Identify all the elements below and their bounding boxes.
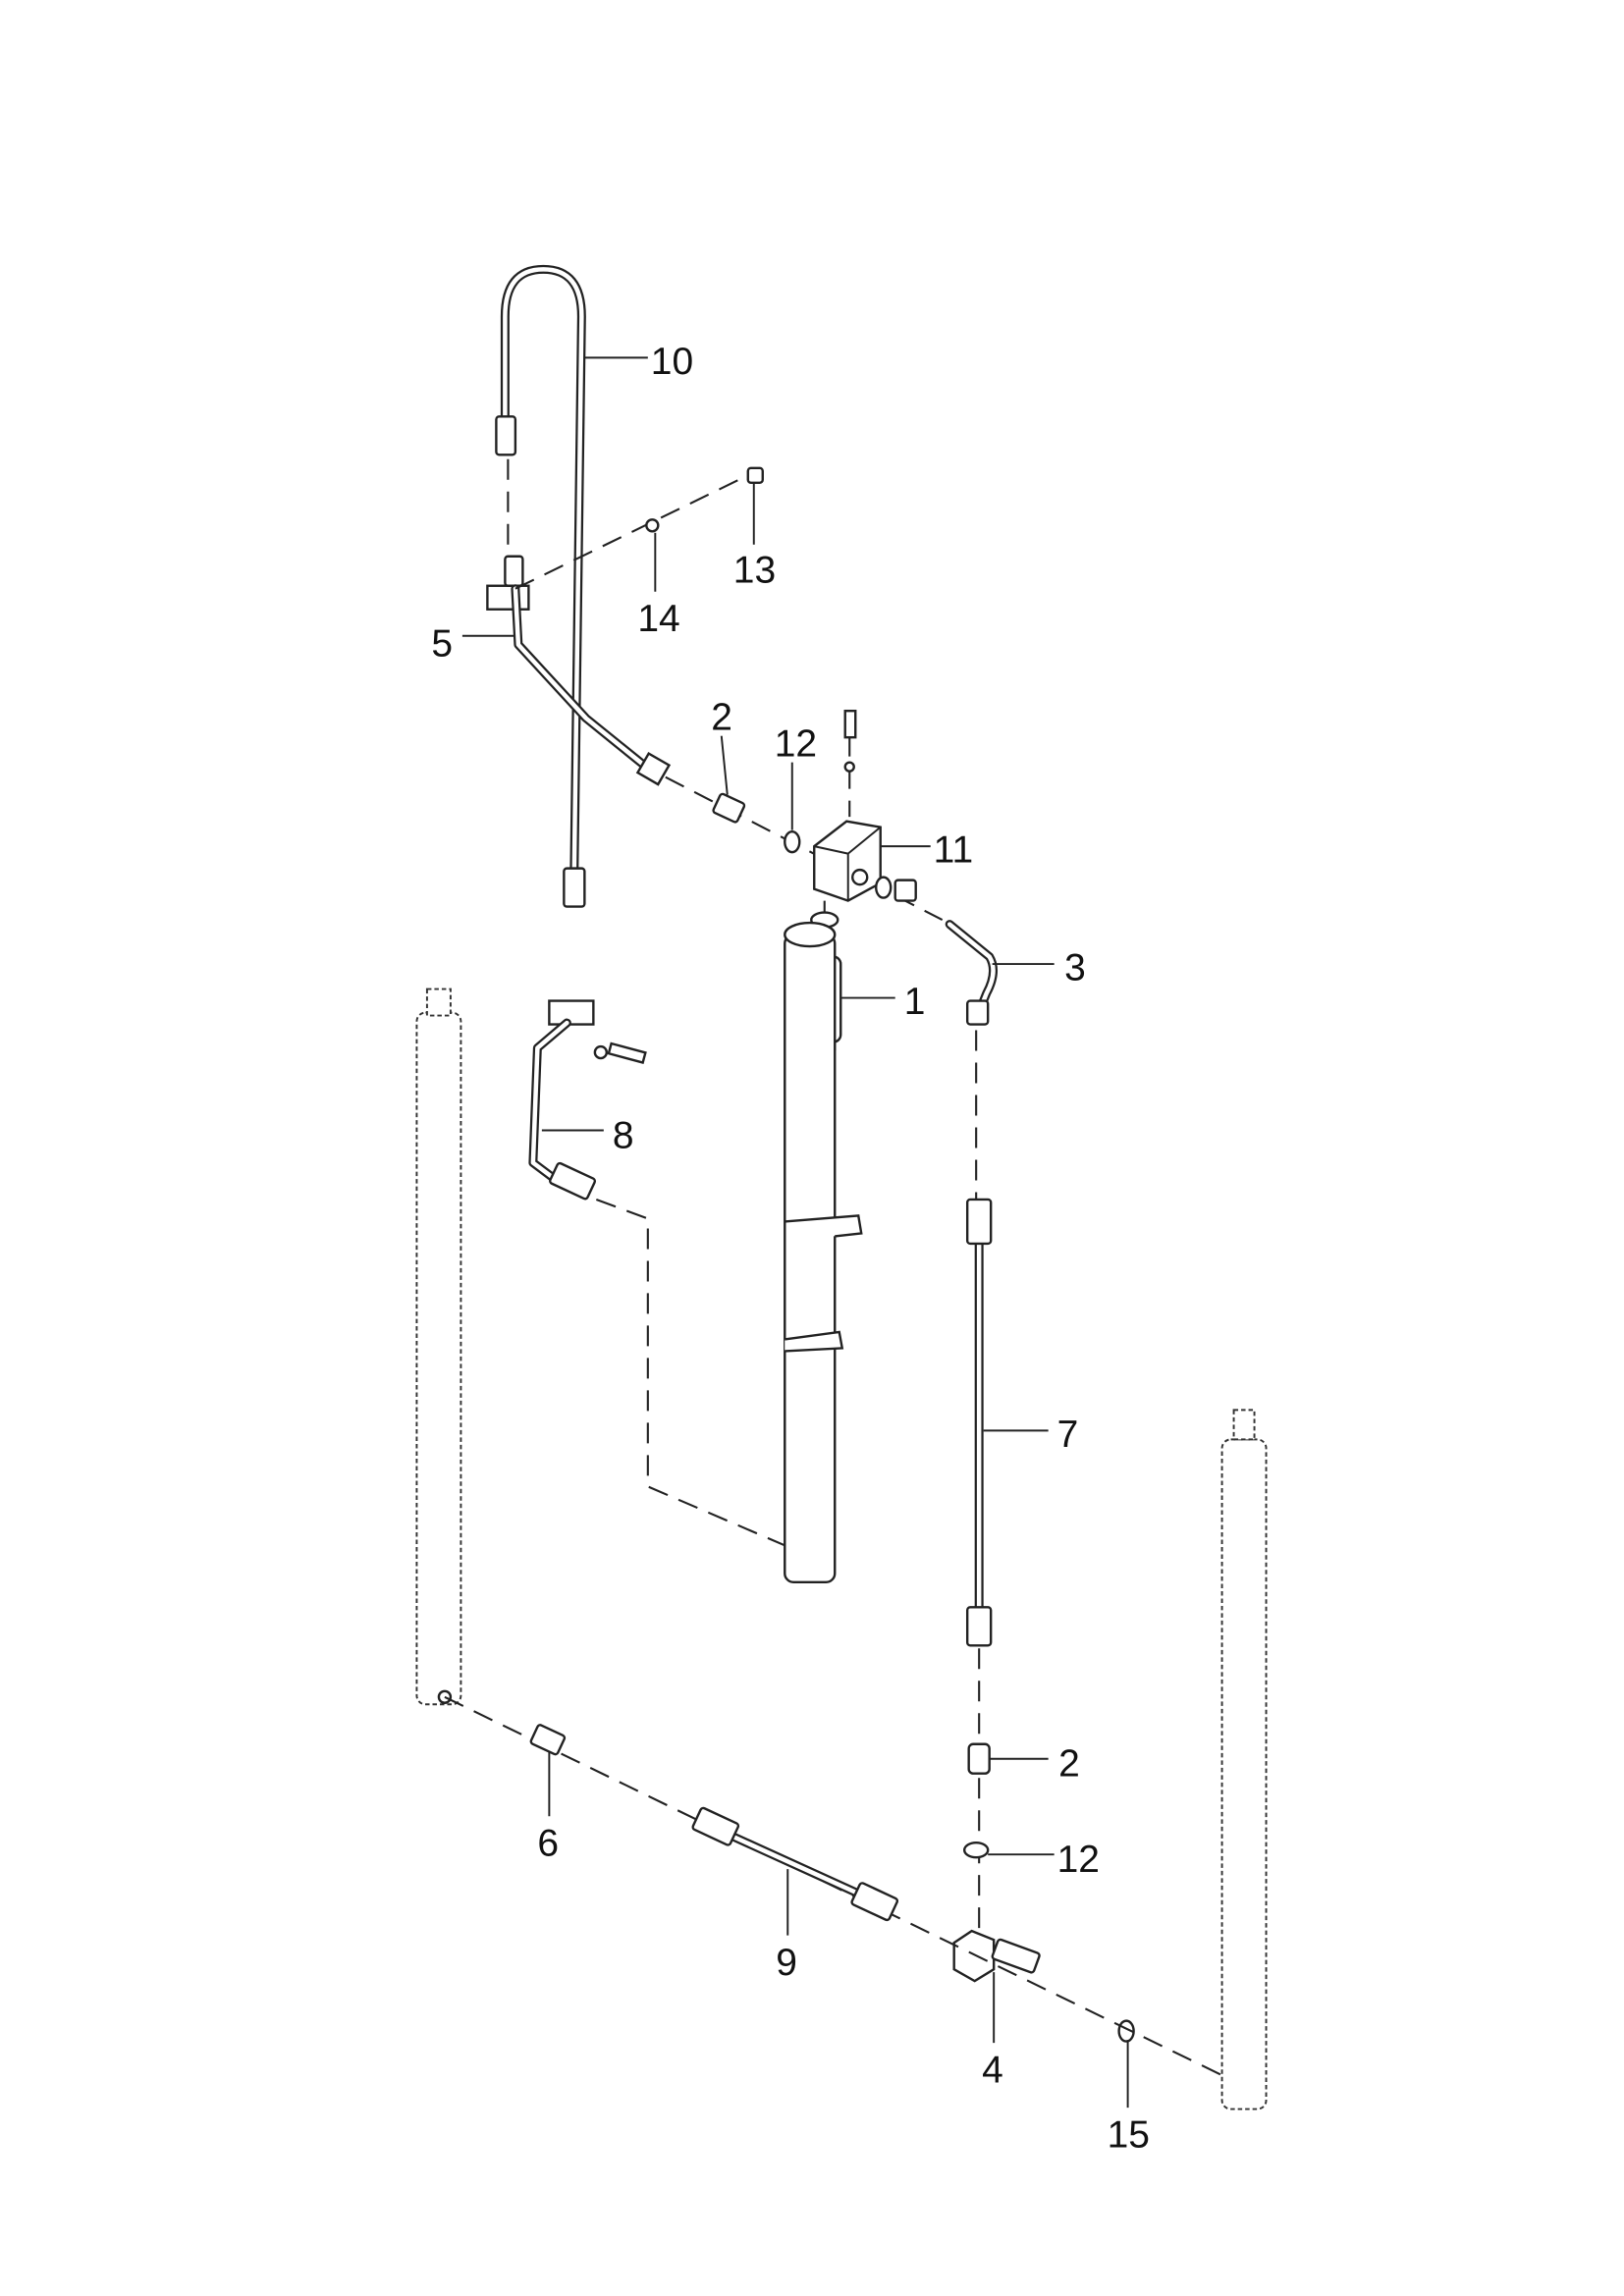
callout-14: 14 [637, 598, 679, 640]
washer-12-lower [962, 1841, 990, 1859]
callout-7: 7 [1057, 1414, 1079, 1456]
fitting-2-lower [967, 1742, 991, 1775]
callout-2-upper: 2 [711, 697, 732, 739]
block-11 [813, 709, 917, 902]
callout-13: 13 [733, 550, 776, 592]
cylinder-center [784, 921, 863, 1584]
callout-9: 9 [776, 1942, 797, 1984]
callout-1: 1 [904, 981, 926, 1023]
callout-12-upper: 12 [775, 723, 817, 766]
tube-8 [528, 999, 647, 1201]
callout-5: 5 [431, 623, 453, 666]
fitting-6 [529, 1724, 567, 1756]
tube-3 [945, 920, 998, 1026]
callout-10: 10 [651, 341, 693, 383]
tee-4 [952, 1929, 1041, 1983]
tube-5 [486, 555, 672, 786]
hose-7 [965, 1198, 993, 1647]
leader-lines [461, 356, 1129, 2109]
fitting-2-upper [712, 792, 746, 824]
hose-9 [691, 1806, 899, 1922]
callout-11: 11 [934, 829, 973, 872]
bolt-13 [746, 466, 764, 484]
callout-4: 4 [982, 2050, 1003, 2092]
hose-10 [495, 264, 586, 908]
cylinder-left [415, 988, 462, 1706]
washer-14 [645, 518, 660, 533]
callout-15: 15 [1108, 2114, 1150, 2157]
callout-3: 3 [1064, 947, 1086, 989]
callout-6: 6 [537, 1823, 559, 1865]
callout-8: 8 [613, 1115, 634, 1157]
washer-12-upper [784, 829, 801, 854]
callout-2-lower: 2 [1058, 1743, 1080, 1786]
callout-12-lower: 12 [1057, 1839, 1100, 1881]
cylinder-right [1220, 1409, 1268, 2110]
